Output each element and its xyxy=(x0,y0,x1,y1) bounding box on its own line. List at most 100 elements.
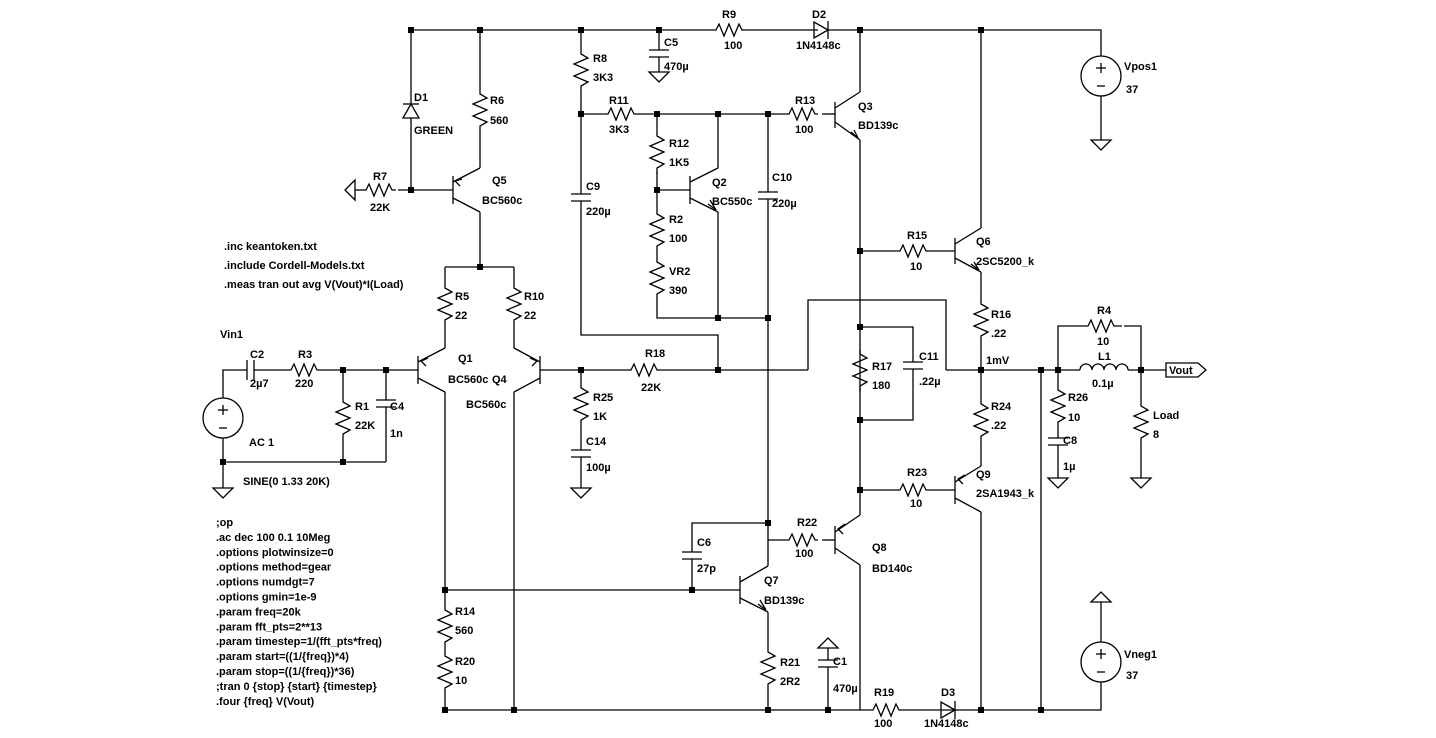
spice-directive-bottom-line: .param freq=20k xyxy=(216,606,302,618)
junction xyxy=(477,264,483,270)
resistor-r13 xyxy=(785,106,818,122)
component-ref-q8: Q8 xyxy=(872,542,887,554)
transistor-q1 xyxy=(417,347,446,393)
capacitor-c2 xyxy=(246,360,255,380)
resistor-r20 xyxy=(436,652,454,694)
ground-symbol xyxy=(1089,591,1113,603)
component-value-r16: .22 xyxy=(991,328,1006,340)
transistor-q3 xyxy=(834,91,861,141)
component-ref-d3: D3 xyxy=(941,687,955,699)
resistor-r26 xyxy=(1049,386,1067,428)
component-ref-q4: Q4 xyxy=(492,374,508,386)
component-value-vpos1: 37 xyxy=(1126,84,1138,96)
component-ref-r1: R1 xyxy=(355,401,369,413)
ground-symbol xyxy=(1089,139,1113,151)
component-value-r9: 100 xyxy=(724,40,742,52)
component-ref-c5: C5 xyxy=(664,37,678,49)
component-ref-c8: C8 xyxy=(1063,435,1077,447)
wire xyxy=(860,326,914,362)
junction xyxy=(857,324,863,330)
junction xyxy=(857,417,863,423)
component-value-q9: 2SA1943_k xyxy=(976,488,1035,500)
capacitor-c8 xyxy=(1048,437,1068,446)
component-value-r18: 22K xyxy=(641,382,661,394)
component-ref-c14: C14 xyxy=(586,436,607,448)
component-value-c4: 1n xyxy=(390,428,403,440)
resistor-r18 xyxy=(625,362,664,378)
component-ref-r13: R13 xyxy=(795,95,815,107)
component-value-r6: 560 xyxy=(490,115,508,127)
spice-directive-bottom-line: .param fft_pts=2**13 xyxy=(216,621,322,633)
capacitor-c1 xyxy=(818,659,838,668)
capacitor-c14 xyxy=(571,449,591,458)
junction xyxy=(978,707,984,713)
component-value-r8: 3K3 xyxy=(593,72,613,84)
component-ref-r14: R14 xyxy=(455,606,476,618)
sources xyxy=(202,55,1122,683)
junction xyxy=(1055,367,1061,373)
junction xyxy=(340,459,346,465)
component-value-c2: 2µ7 xyxy=(250,378,269,390)
component-value-c11: .22µ xyxy=(919,376,941,388)
component-ref-r22: R22 xyxy=(797,517,817,529)
component-value-c10: 220µ xyxy=(772,198,797,210)
wire xyxy=(656,300,768,319)
transistors xyxy=(417,91,982,613)
resistor-load xyxy=(1132,402,1150,444)
junction xyxy=(715,111,721,117)
component-ref-load: Load xyxy=(1153,410,1179,422)
component-ref-c6: C6 xyxy=(697,537,711,549)
spice-directive-bottom-line: .four {freq} V(Vout) xyxy=(216,696,315,708)
component-ref-r4: R4 xyxy=(1097,305,1112,317)
component-value-vr2: 390 xyxy=(669,285,687,297)
transistor-q9 xyxy=(954,465,982,513)
junction xyxy=(978,27,984,33)
ground-symbol xyxy=(344,178,356,202)
component-value-vneg1: 37 xyxy=(1126,670,1138,682)
component-ref-r19: R19 xyxy=(874,687,894,699)
spice-directive-bottom-line: .ac dec 100 0.1 10Meg xyxy=(216,532,330,544)
junction xyxy=(654,111,660,117)
resistor-r9 xyxy=(712,22,745,38)
component-value-q1: BC560c xyxy=(448,374,488,386)
diode-d3 xyxy=(937,700,957,720)
junction xyxy=(578,111,584,117)
component-ref-r5: R5 xyxy=(455,291,469,303)
component-value-q6: 2SC5200_k xyxy=(976,256,1035,268)
component-value-c8: 1µ xyxy=(1063,461,1075,473)
component-value-r17: 180 xyxy=(872,380,890,392)
junction xyxy=(1038,707,1044,713)
resistor-r21 xyxy=(759,648,777,690)
component-ref-vin1: Vin1 xyxy=(220,329,243,341)
component-value-q3: BD139c xyxy=(858,120,898,132)
component-ref-l1: L1 xyxy=(1098,351,1111,363)
resistor-r16 xyxy=(972,300,990,342)
component-ref-r26: R26 xyxy=(1068,392,1088,404)
spice-directive-bottom-line: .options method=gear xyxy=(216,562,332,574)
component-ref-vpos1: Vpos1 xyxy=(1124,61,1157,73)
wire xyxy=(1124,325,1142,370)
wire xyxy=(828,29,1102,56)
component-value-r21: 2R2 xyxy=(780,676,800,688)
component-value-c9: 220µ xyxy=(586,206,611,218)
junction xyxy=(408,187,414,193)
ground-symbol xyxy=(1129,477,1153,489)
spice-directive-bottom-line: .param start=((1/{freq})*4) xyxy=(216,651,349,663)
capacitor-c11 xyxy=(903,361,923,370)
component-value-q2: BC550c xyxy=(712,196,752,208)
component-value-l1: 0.1µ xyxy=(1092,378,1114,390)
component-ref-r9: R9 xyxy=(722,9,736,21)
junction xyxy=(442,707,448,713)
component-value-d2: 1N4148c xyxy=(796,40,841,52)
transistor-q4 xyxy=(513,347,541,393)
inductor-l1 xyxy=(1079,363,1129,371)
junction xyxy=(825,707,831,713)
wire xyxy=(580,201,719,370)
component-ref-r23: R23 xyxy=(907,467,927,479)
spice-directive-bottom-line: .options plotwinsize=0 xyxy=(216,547,334,559)
resistor-r17 xyxy=(851,350,869,392)
component-ref-r21: R21 xyxy=(780,657,800,669)
resistor-r11 xyxy=(602,106,644,122)
component-ref-c9: C9 xyxy=(586,181,600,193)
spice-directive-top-line: .meas tran out avg V(Vout)*I(Load) xyxy=(224,279,404,291)
